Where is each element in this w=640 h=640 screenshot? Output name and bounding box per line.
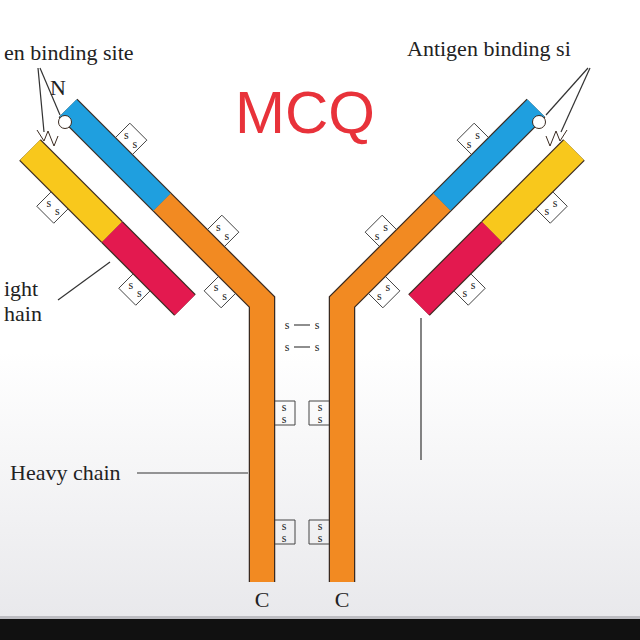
heavy-binding-notch [533, 116, 546, 129]
sulfur-label: s [46, 197, 51, 209]
disulfide-bracket [309, 520, 329, 544]
sulfur-label: s [544, 205, 549, 217]
sulfur-label: s [55, 205, 60, 217]
disulfide-bracket [275, 401, 295, 425]
sulfur-label: s [318, 413, 323, 425]
sulfur-label: s [282, 520, 287, 532]
sulfur-label: s [467, 138, 472, 150]
sulfur-label: s [282, 401, 287, 413]
light-binding-notch [546, 130, 567, 146]
site-label: Antigen binding si [407, 36, 571, 61]
chain-outline [112, 232, 185, 305]
sulfur-label: s [377, 290, 382, 302]
chain-outline [419, 232, 492, 305]
sulfur-label: s [462, 287, 467, 299]
chain-segment [162, 202, 262, 582]
sulfur-label: s [553, 197, 558, 209]
chain-label: ight hain [4, 276, 56, 327]
chain-outline [492, 150, 574, 232]
sulfur-label: s [222, 290, 227, 302]
sulfur-label: s [318, 532, 323, 544]
disulfide-bracket [275, 520, 295, 544]
sulfur-label: s [318, 401, 323, 413]
chain-segment [112, 232, 185, 305]
chain-outline [342, 202, 442, 582]
sulfur-label: s [137, 287, 142, 299]
chain-segment [30, 150, 112, 232]
chain-segment [492, 150, 574, 232]
disulfide-bracket [309, 401, 329, 425]
disulfide-bracket [369, 277, 400, 308]
sulfur-label: s [318, 520, 323, 532]
sulfur-label: s [282, 413, 287, 425]
bottom-rule [0, 616, 640, 619]
leader-line [58, 262, 110, 300]
leader-line [561, 68, 590, 132]
sulfur-label: s [216, 221, 221, 233]
sulfur-label: s [315, 319, 320, 331]
disulfide-bracket [536, 192, 567, 223]
chain-segment [419, 232, 492, 305]
sulfur-label: s [132, 138, 137, 150]
bottom-bar [0, 619, 640, 640]
chain-label: Heavy chain [10, 460, 121, 485]
terminus-label: C [255, 587, 270, 612]
disulfide-bracket [365, 215, 396, 246]
site-label: en binding site [4, 40, 134, 65]
watermark: MCQ [235, 78, 375, 147]
disulfide-bond [294, 324, 310, 325]
leader-lines [38, 68, 590, 473]
sulfur-label: s [385, 281, 390, 293]
leader-line [420, 318, 421, 460]
sulfur-label: s [214, 281, 219, 293]
sulfur-label: s [282, 532, 287, 544]
disulfide-bracket [37, 192, 68, 223]
disulfide-bracket [204, 277, 235, 308]
disulfide-bracket [116, 123, 147, 154]
sulfur-label: s [375, 230, 380, 242]
terminus-label: C [335, 587, 350, 612]
leader-line [137, 472, 248, 473]
chain-outline [30, 150, 112, 232]
disulfide-bracket [457, 123, 488, 154]
sulfur-label: s [224, 230, 229, 242]
sulfur-label: s [383, 221, 388, 233]
disulfide-bracket [454, 274, 485, 305]
disulfide-bond [294, 346, 310, 347]
sulfur-label: s [475, 129, 480, 141]
leader-line [546, 68, 588, 115]
terminus-label: N [50, 75, 66, 100]
antibody-chains [30, 108, 574, 582]
chain-segment [342, 202, 442, 582]
chain-outline [162, 202, 262, 582]
sulfur-label: s [471, 279, 476, 291]
sulfur-label: s [128, 279, 133, 291]
leader-line [38, 68, 44, 132]
sulfur-label: s [124, 129, 129, 141]
sulfur-label: s [285, 319, 290, 331]
sulfur-label: s [285, 341, 290, 353]
disulfide-bracket [119, 274, 150, 305]
light-binding-notch [37, 130, 58, 146]
disulfide-bracket [208, 215, 239, 246]
heavy-binding-notch [59, 116, 72, 129]
sulfur-label: s [315, 341, 320, 353]
